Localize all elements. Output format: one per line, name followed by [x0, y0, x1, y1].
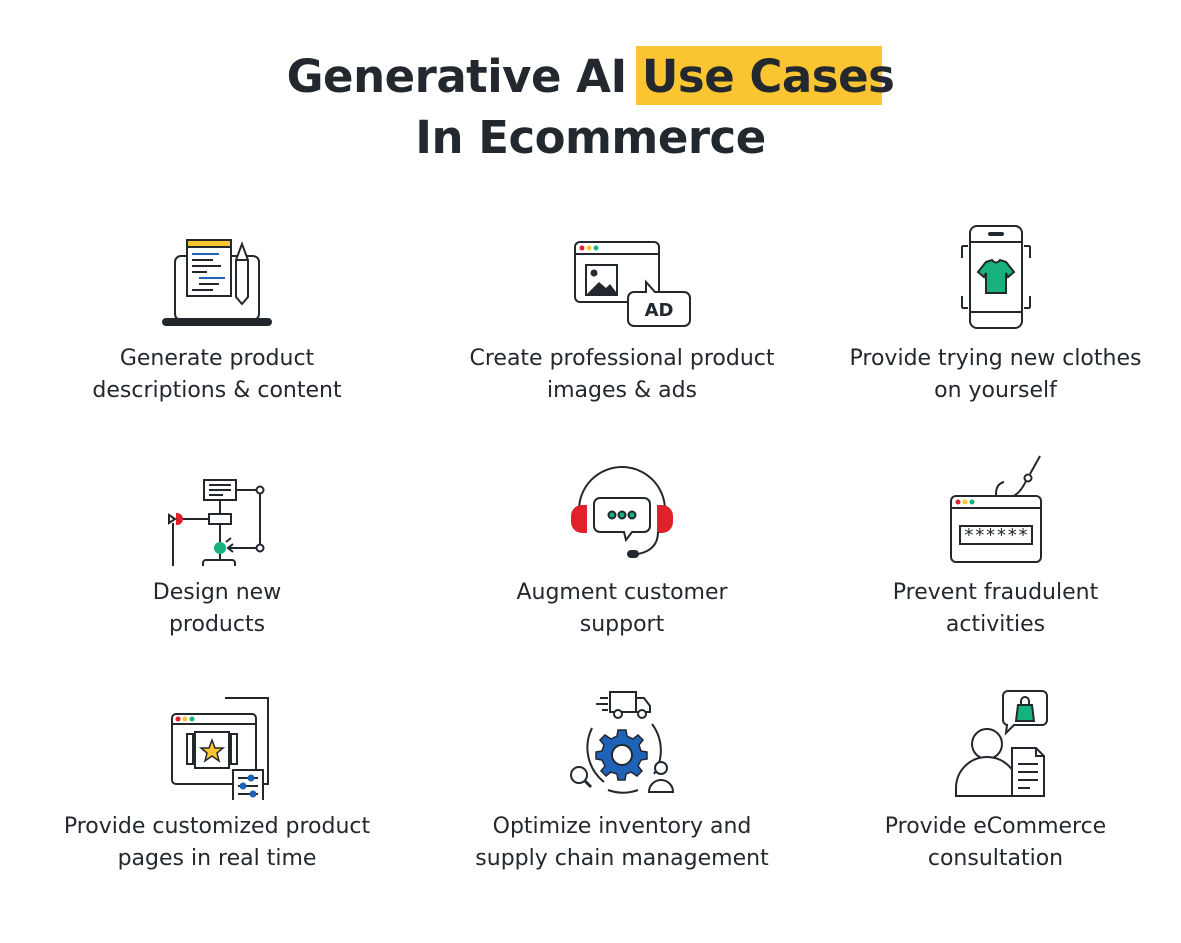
- use-case-card-consultation: Provide eCommerce consultation: [810, 688, 1181, 922]
- label-line-2: supply chain management: [475, 846, 769, 871]
- label-line-1: Optimize inventory and: [492, 814, 752, 839]
- use-case-card-supply-chain: Optimize inventory and supply chain mana…: [434, 688, 810, 922]
- person-shopping-bag-consultation-icon: [926, 688, 1066, 800]
- label-line-1: Provide trying new clothes: [849, 346, 1142, 371]
- title-text-start: Generative AI: [286, 50, 628, 103]
- label-line-2: support: [579, 612, 665, 637]
- use-case-label: Create professional product images & ads: [434, 343, 810, 407]
- use-case-label: Design new products: [0, 577, 434, 641]
- label-line-2: on yourself: [934, 378, 1057, 403]
- label-line-1: Provide customized product: [63, 814, 371, 839]
- label-line-2: activities: [945, 612, 1046, 637]
- label-line-1: Prevent fraudulent: [892, 580, 1099, 605]
- use-case-card-product-descriptions: Generate product descriptions & content: [0, 220, 434, 454]
- use-case-grid: Generate product descriptions & content …: [0, 220, 1181, 922]
- use-case-card-images-ads: AD Create professional product images & …: [434, 220, 810, 454]
- custom-page-star-sliders-icon: [147, 688, 287, 800]
- browser-password-hook-icon: ******: [926, 454, 1066, 566]
- label-line-2: descriptions & content: [92, 378, 342, 403]
- page-title: Generative AI Use Cases In Ecommerce: [0, 46, 1181, 168]
- label-line-1: Augment customer: [516, 580, 728, 605]
- use-case-label: Optimize inventory and supply chain mana…: [434, 811, 810, 875]
- label-line-1: Provide eCommerce: [884, 814, 1107, 839]
- use-case-card-try-on-clothes: Provide trying new clothes on yourself: [810, 220, 1181, 454]
- use-case-card-customer-support: Augment customer support: [434, 454, 810, 688]
- ad-badge-text: AD: [645, 300, 674, 321]
- flowchart-design-icon: [147, 454, 287, 566]
- label-line-1: Design new: [152, 580, 282, 605]
- phone-tshirt-try-on-icon: [926, 220, 1066, 332]
- label-line-2: consultation: [927, 846, 1064, 871]
- title-highlight: Use Cases: [635, 46, 895, 107]
- use-case-label: Prevent fraudulent activities: [810, 577, 1181, 641]
- headset-chat-support-icon: [552, 454, 692, 566]
- use-case-label: Provide customized product pages in real…: [0, 811, 434, 875]
- title-line-2: In Ecommerce: [415, 111, 766, 164]
- label-line-1: Create professional product: [469, 346, 775, 371]
- browser-image-ad-icon: AD: [552, 220, 692, 332]
- use-case-card-design-products: Design new products: [0, 454, 434, 688]
- use-case-card-fraud-prevention: ****** Prevent fraudulent activities: [810, 454, 1181, 688]
- title-line-1: Generative AI Use Cases: [0, 46, 1181, 107]
- label-line-1: Generate product: [119, 346, 315, 371]
- truck-gear-supply-chain-icon: [552, 688, 692, 800]
- use-case-label: Provide eCommerce consultation: [810, 811, 1181, 875]
- password-mask-text: ******: [963, 525, 1028, 546]
- use-case-card-custom-pages: Provide customized product pages in real…: [0, 688, 434, 922]
- label-line-2: products: [168, 612, 266, 637]
- use-case-label: Provide trying new clothes on yourself: [810, 343, 1181, 407]
- label-line-2: images & ads: [546, 378, 698, 403]
- use-case-label: Generate product descriptions & content: [0, 343, 434, 407]
- label-line-2: pages in real time: [117, 846, 317, 871]
- laptop-document-pencil-icon: [147, 220, 287, 332]
- use-case-label: Augment customer support: [434, 577, 810, 641]
